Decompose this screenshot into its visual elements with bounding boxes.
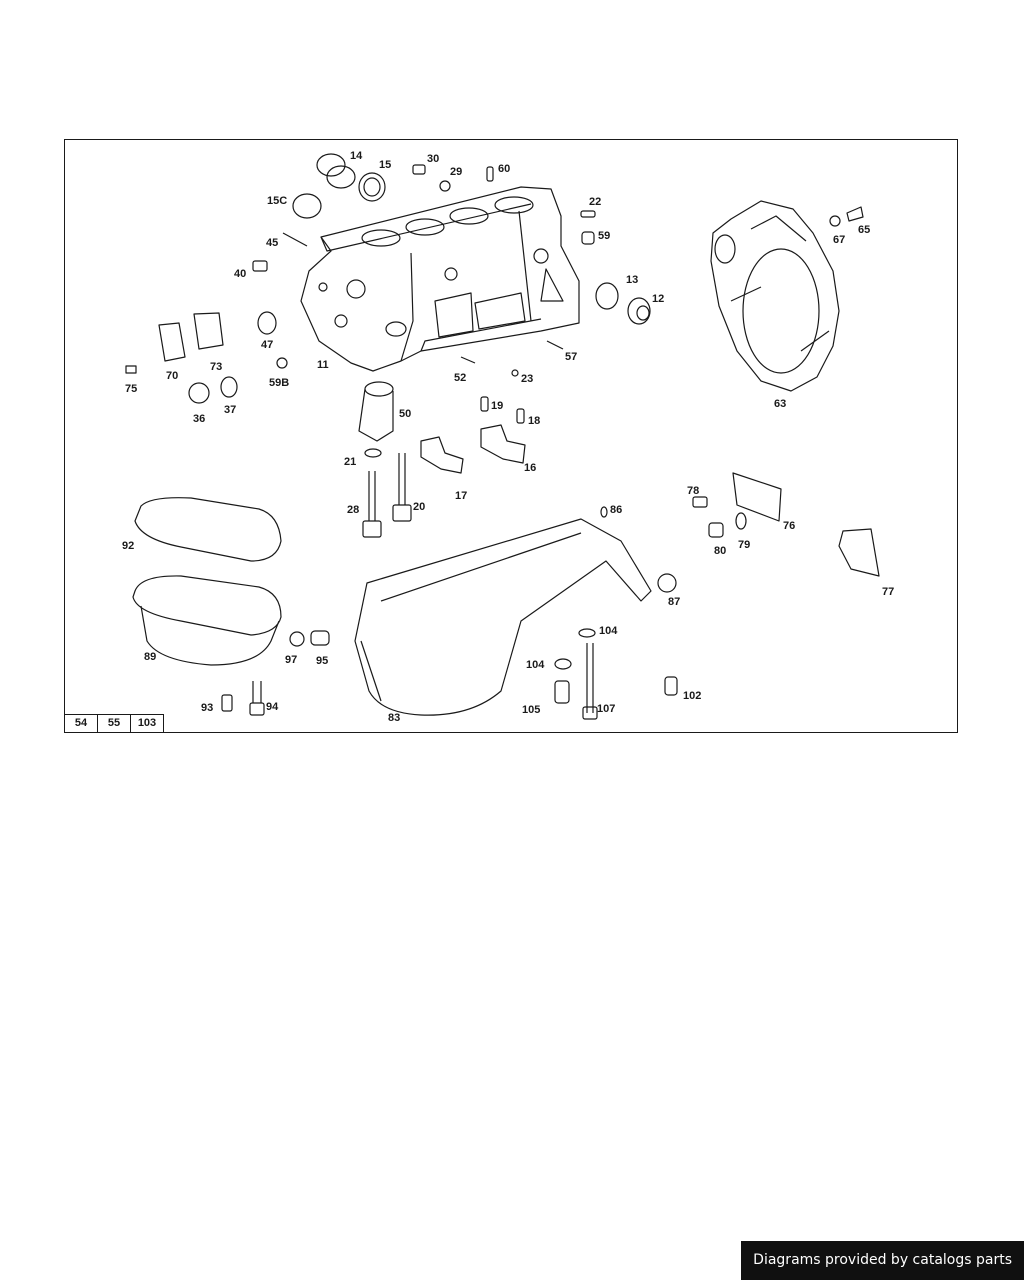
part-label: 45	[266, 237, 278, 249]
part-label: 21	[344, 456, 356, 468]
reference-tab[interactable]: 55	[98, 714, 131, 732]
part-label: 12	[652, 293, 664, 305]
part-label: 20	[413, 501, 425, 513]
part-label: 76	[783, 520, 795, 532]
part-label: 29	[450, 166, 462, 178]
part-label: 13	[626, 274, 638, 286]
part-label: 19	[491, 400, 503, 412]
part-label: 57	[565, 351, 577, 363]
bell-housing-drawing	[710, 200, 840, 392]
part-label: 15	[379, 159, 391, 171]
part-label: 87	[668, 596, 680, 608]
reference-tabs: 54 55 103	[65, 714, 164, 732]
part-label: 83	[388, 712, 400, 724]
right-side-parts-drawing	[600, 472, 880, 593]
part-label: 60	[498, 163, 510, 175]
part-label: 65	[858, 224, 870, 236]
part-label: 80	[714, 545, 726, 557]
part-label: 17	[455, 490, 467, 502]
part-label: 78	[687, 485, 699, 497]
part-label: 79	[738, 539, 750, 551]
reference-tab[interactable]: 54	[65, 714, 98, 732]
small-fittings-drawing	[252, 164, 864, 377]
part-label: 36	[193, 413, 205, 425]
part-label: 97	[285, 654, 297, 666]
part-label: 107	[597, 703, 615, 715]
oil-pan-lower-drawing	[354, 518, 652, 716]
part-label: 15C	[267, 195, 287, 207]
bottom-fasteners-drawing	[221, 628, 678, 720]
part-label: 40	[234, 268, 246, 280]
part-label: 89	[144, 651, 156, 663]
engine-block-drawing	[300, 186, 580, 372]
part-label: 73	[210, 361, 222, 373]
part-label: 14	[350, 150, 363, 162]
part-label: 102	[683, 690, 701, 702]
cover-gaskets-drawing	[125, 312, 238, 404]
part-label: 70	[166, 370, 178, 382]
part-label: 18	[528, 415, 540, 427]
part-label: 92	[122, 540, 134, 552]
part-label: 30	[427, 153, 439, 165]
part-label: 52	[454, 372, 466, 384]
part-label: 59B	[269, 377, 289, 389]
part-label: 86	[610, 504, 622, 516]
cylinder-plugs-drawing	[292, 153, 386, 219]
part-label: 95	[316, 655, 328, 667]
part-label: 11	[317, 359, 329, 371]
part-label: 50	[399, 408, 411, 420]
filter-housing-drawing	[358, 381, 394, 458]
credit-banner: Diagrams provided by catalogs parts	[741, 1241, 1024, 1280]
part-label: 59	[598, 230, 610, 242]
part-label: 75	[125, 383, 137, 395]
part-label: 23	[521, 373, 533, 385]
exploded-view-drawing: 14 15 30 29 60 15C 22 59 65 67 45 40 13 …	[122, 150, 894, 724]
bearing-caps-drawing	[420, 396, 526, 474]
part-label: 104	[526, 659, 545, 671]
part-label: 28	[347, 504, 359, 516]
oil-pan-upper-drawing	[132, 497, 330, 666]
part-label: 105	[522, 704, 540, 716]
reference-tab[interactable]: 103	[131, 714, 164, 732]
part-label: 47	[261, 339, 273, 351]
part-label: 37	[224, 404, 236, 416]
part-label: 67	[833, 234, 845, 246]
part-label: 22	[589, 196, 601, 208]
part-label: 16	[524, 462, 536, 474]
part-label: 104	[599, 625, 618, 637]
part-label: 63	[774, 398, 786, 410]
part-label: 77	[882, 586, 894, 598]
part-label: 93	[201, 702, 213, 714]
main-bolts-drawing	[362, 453, 412, 538]
part-number-labels: 14 15 30 29 60 15C 22 59 65 67 45 40 13 …	[122, 150, 894, 724]
part-label: 94	[266, 701, 279, 713]
parts-diagram-frame: 14 15 30 29 60 15C 22 59 65 67 45 40 13 …	[64, 139, 958, 733]
